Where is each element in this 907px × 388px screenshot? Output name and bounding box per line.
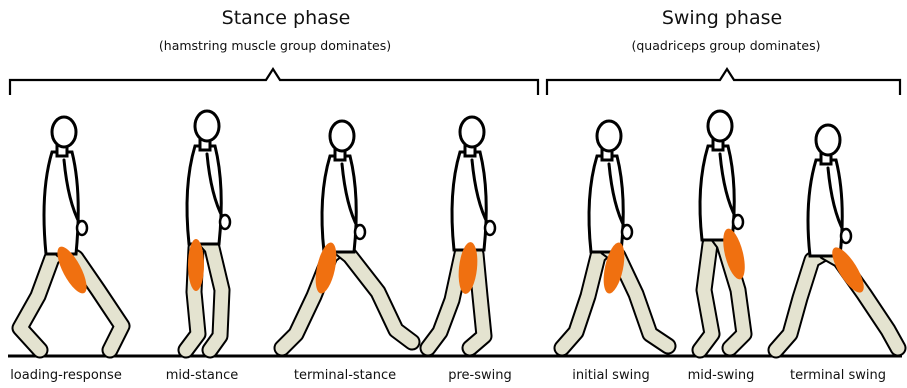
figure-mid-swing: [700, 111, 749, 350]
torso: [808, 160, 842, 256]
torso: [322, 156, 356, 252]
torso: [700, 146, 734, 240]
head: [708, 111, 732, 141]
hand: [355, 225, 365, 239]
stage-label-mid-stance: mid-stance: [166, 368, 238, 383]
figure-terminal-swing: [776, 125, 898, 350]
hand: [841, 229, 851, 243]
figure-mid-stance: [186, 111, 230, 350]
head: [460, 117, 484, 147]
stage-label-initial-swing: initial swing: [572, 368, 649, 383]
hand: [622, 225, 632, 239]
torso: [452, 152, 486, 250]
head: [52, 117, 76, 147]
stage-label-pre-swing: pre-swing: [448, 368, 512, 383]
hand: [733, 215, 743, 229]
hand: [77, 221, 87, 235]
swing-bracket: [547, 69, 900, 95]
figure-initial-swing: [562, 121, 668, 348]
head: [195, 111, 219, 141]
head: [816, 125, 840, 155]
hamstring-muscle: [188, 239, 204, 291]
quadriceps-muscle: [827, 243, 870, 297]
torso: [589, 156, 623, 252]
figure-pre-swing: [428, 117, 495, 348]
hand: [220, 215, 230, 229]
stage-label-terminal-swing: terminal swing: [790, 368, 886, 383]
stage-label-mid-swing: mid-swing: [688, 368, 755, 383]
stage-label-terminal-stance: terminal-stance: [294, 368, 396, 383]
stage-label-loading-response: loading-response: [10, 368, 122, 383]
front-leg: [340, 248, 412, 342]
torso: [187, 146, 221, 244]
head: [597, 121, 621, 151]
figure-terminal-stance: [282, 121, 412, 348]
stance-bracket: [10, 69, 538, 95]
figure-loading-response: [20, 117, 122, 350]
hand: [485, 221, 495, 235]
head: [330, 121, 354, 151]
